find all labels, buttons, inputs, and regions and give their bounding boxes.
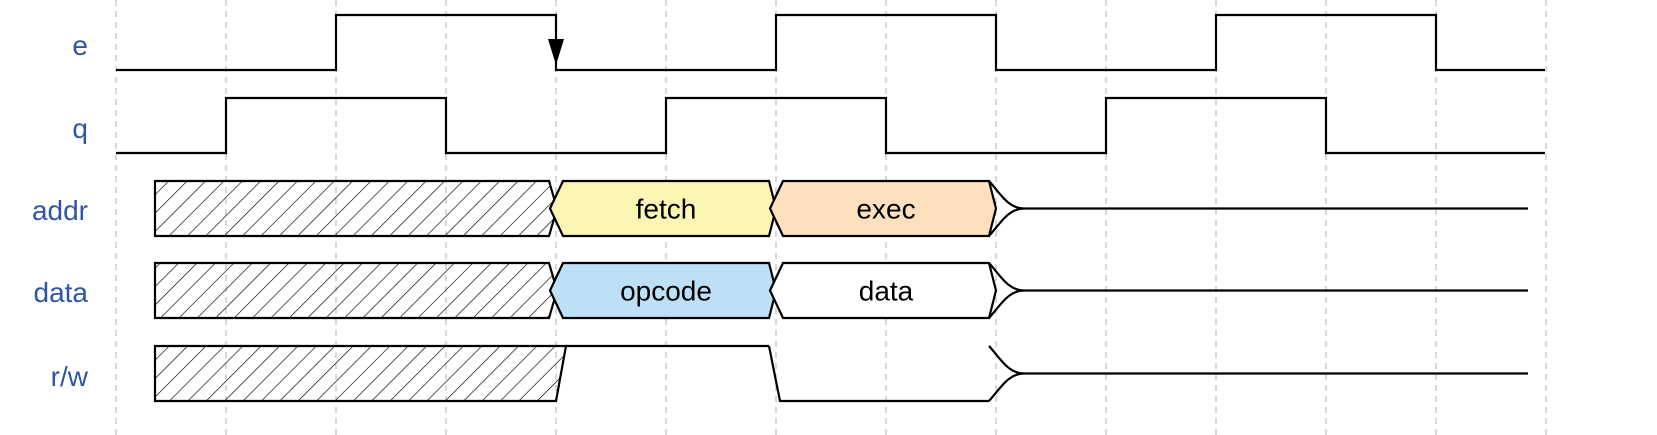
waveform-e bbox=[116, 13, 1545, 72]
signal-label-addr: addr bbox=[32, 195, 88, 226]
signal-labels: e q addr data r/w bbox=[32, 30, 89, 392]
bus-value-label: opcode bbox=[620, 276, 712, 307]
undefined-region bbox=[153, 179, 559, 238]
high-impedance-line bbox=[988, 180, 1528, 237]
bus-value-exec bbox=[768, 179, 998, 238]
waveform-addr: fetch exec bbox=[153, 179, 1528, 238]
undefined-region bbox=[153, 344, 568, 403]
waveform-rw bbox=[153, 344, 1528, 403]
signal-label-q: q bbox=[72, 113, 88, 144]
level-low bbox=[767, 345, 989, 403]
signal-label-data: data bbox=[34, 277, 89, 308]
high-impedance-line bbox=[988, 262, 1528, 319]
bus-value-label: data bbox=[859, 276, 914, 307]
bus-value-label: fetch bbox=[636, 194, 697, 225]
signal-label-rw: r/w bbox=[51, 361, 89, 392]
waveforms: fetch exec opcode data bbox=[116, 13, 1545, 403]
undefined-region bbox=[153, 261, 559, 320]
waveform-data: opcode data bbox=[153, 261, 1528, 320]
bus-value-data bbox=[768, 261, 998, 320]
falling-edge-arrow-icon bbox=[548, 39, 564, 65]
signal-label-e: e bbox=[72, 30, 88, 61]
high-impedance-line bbox=[988, 345, 1528, 402]
bus-value-label: exec bbox=[856, 194, 915, 225]
waveform-q bbox=[116, 96, 1545, 155]
